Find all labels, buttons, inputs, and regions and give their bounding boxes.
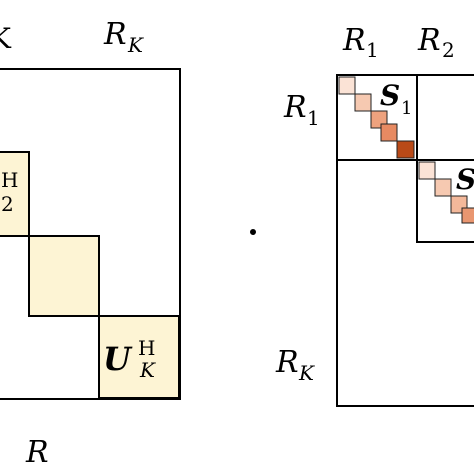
left-top-partial-label: K [0,22,12,55]
left-block-2 [0,151,30,237]
right-r1-top-label: R [342,23,366,58]
right-r1-top-subscript: 1 [366,38,379,62]
left-matrix-outline [0,68,181,400]
left-block-2-sub: 2 [1,192,14,216]
right-s2-label: S [456,163,474,196]
right-r1-side-subscript: 1 [307,106,320,130]
right-r2-top-subscript: 2 [442,38,455,62]
s2-cell-4 [461,207,474,224]
multiplication-dot [250,229,256,235]
right-s1-subscript: 1 [401,98,412,119]
left-uk-subscript: K [139,358,156,382]
left-uk-superscript: H [138,336,155,360]
right-r2-top-label: R [417,23,441,58]
right-rk-side-subscript: K [298,361,315,385]
right-rk-side-label: R [275,345,299,380]
left-rk-subscript: K [127,33,144,57]
left-block-k [98,315,180,399]
left-block-middle [28,235,100,317]
s2-cell-1 [418,161,436,180]
left-rk-label: R [103,17,127,52]
left-uk-label: U [103,340,133,378]
s1-cell-5 [396,140,415,159]
s1-cell-2 [354,93,372,112]
left-bottom-r-label: R [25,435,49,470]
s1-cell-4 [380,123,398,142]
right-r1-side-label: R [283,90,307,125]
left-block-2-sup: H [1,168,18,192]
right-s1-label: S [380,79,400,112]
s1-cell-1 [338,76,356,95]
s2-cell-2 [434,178,452,197]
